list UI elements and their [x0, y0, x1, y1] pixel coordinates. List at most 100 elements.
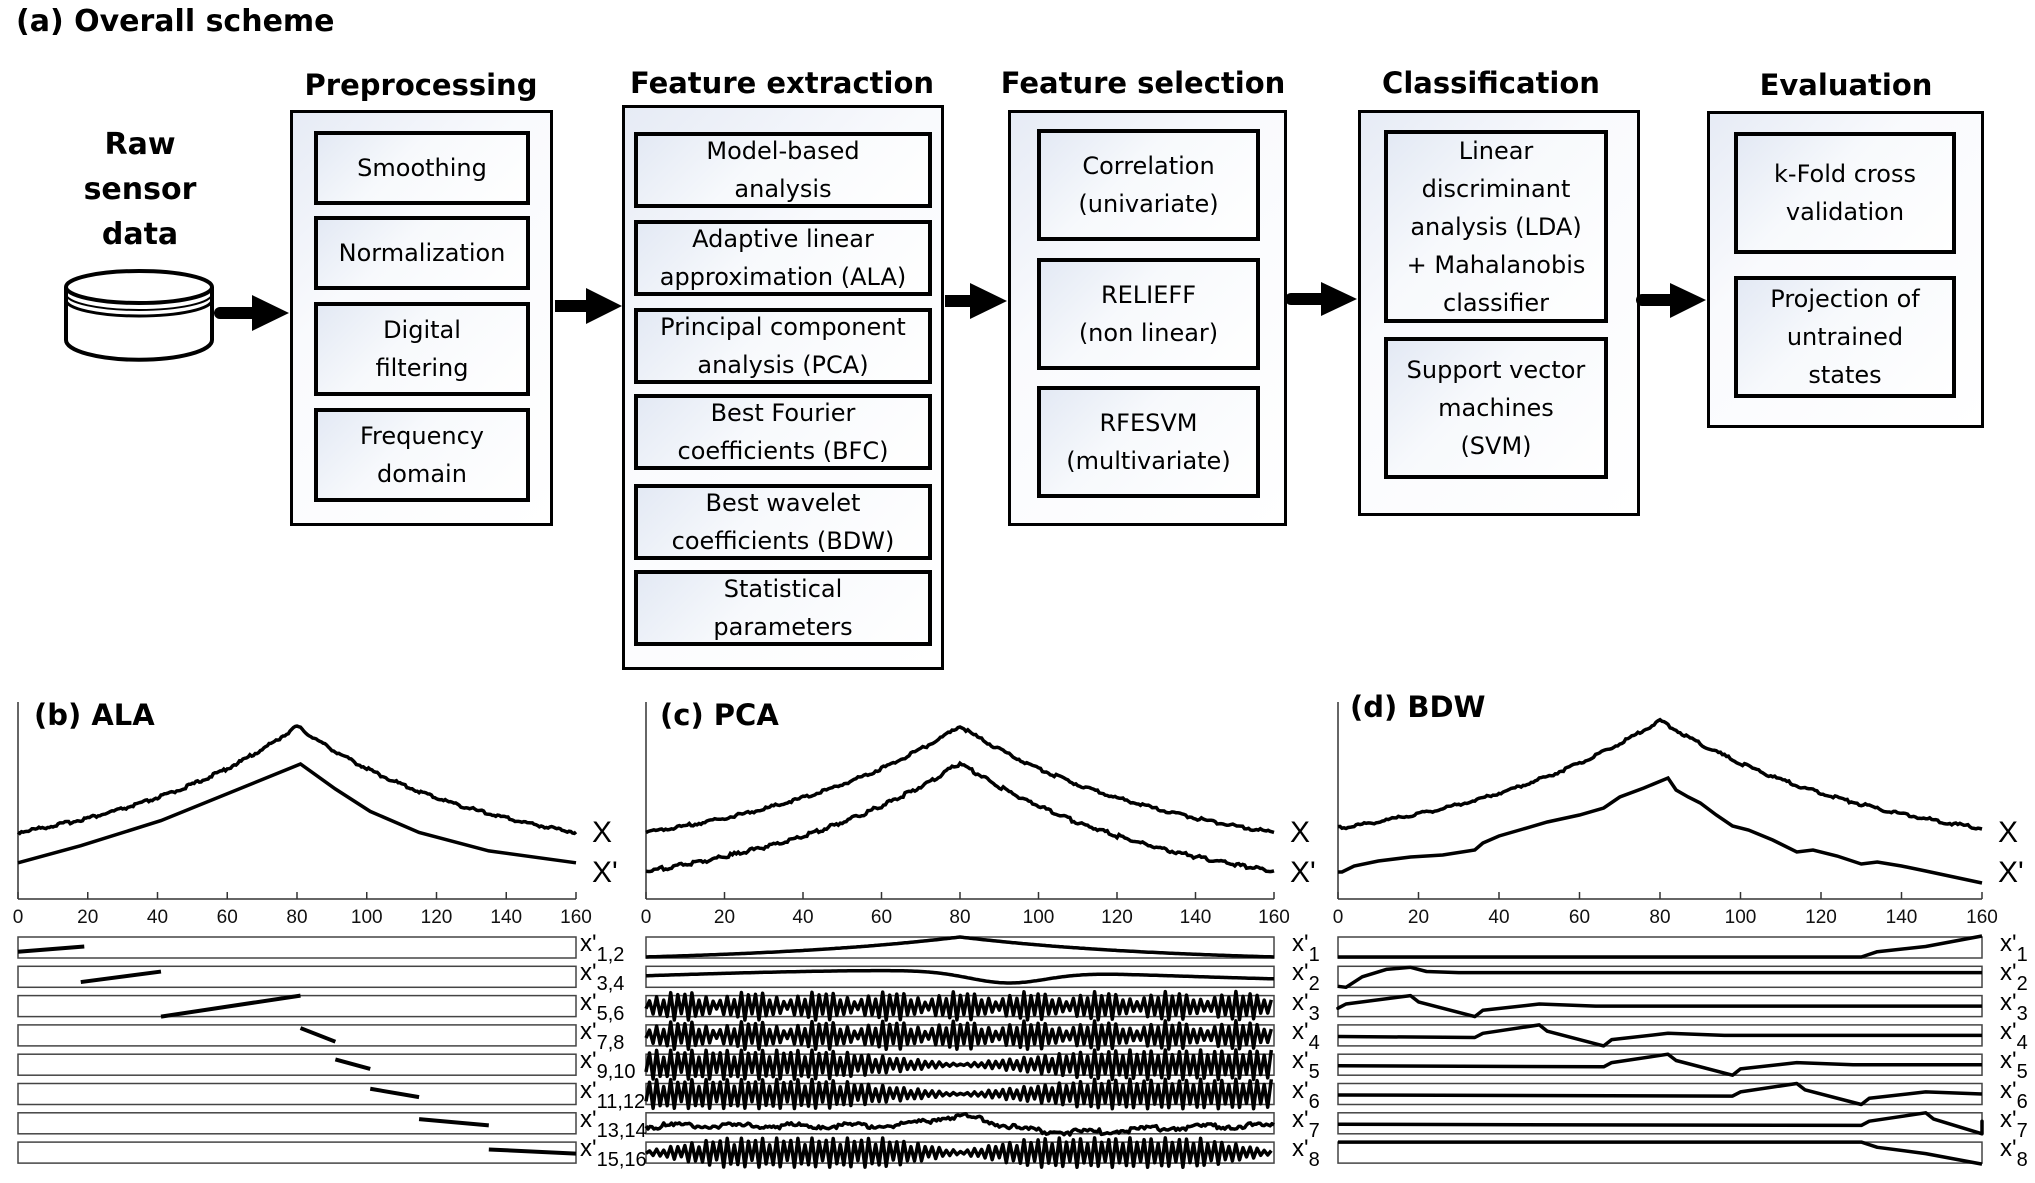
x-tick-label: 80	[286, 907, 308, 928]
component-label: x'2	[1292, 959, 1320, 996]
component-label: x'13,14	[580, 1105, 647, 1142]
x-tick-label: 0	[1332, 907, 1344, 928]
arrow-raw-to-preprocessing	[214, 295, 289, 331]
method-statistical[interactable]: Statistical parameters	[634, 570, 932, 646]
series-xprime-line	[645, 760, 1275, 874]
method-label: Adaptive linear approximation (ALA)	[659, 225, 907, 291]
method-digital-filtering[interactable]: Digital filtering	[314, 302, 530, 396]
method-label: Principal component analysis (PCA)	[660, 313, 906, 379]
component-frame	[1337, 965, 1983, 989]
component-label: x'15,16	[580, 1135, 647, 1172]
component-line	[1337, 965, 1982, 990]
component-frame	[17, 1112, 577, 1135]
component-line	[1337, 1023, 1982, 1048]
method-label: k-Fold cross validation	[1774, 160, 1916, 226]
method-normalization[interactable]: Normalization	[314, 216, 530, 290]
component-frame	[17, 1053, 577, 1076]
x-tick-label: 160	[1966, 907, 1998, 928]
method-label: RELIEFF (non linear)	[1078, 281, 1219, 347]
method-label: Best Fourier coefficients (BFC)	[677, 399, 889, 465]
component-line	[299, 1026, 337, 1044]
component-line	[1338, 1140, 1983, 1166]
component-line	[334, 1057, 371, 1071]
series-x-line	[1337, 717, 1983, 831]
x-tick-label: 40	[146, 907, 169, 928]
component-label: x'8	[2000, 1135, 2028, 1172]
series-x-line	[16, 724, 578, 836]
method-bdw[interactable]: Best wavelet coefficients (BDW)	[634, 484, 932, 560]
arrow-selection-to-classification	[1285, 282, 1357, 316]
method-model-based[interactable]: Model-based analysis	[634, 132, 932, 208]
method-label: Support vector machines (SVM)	[1406, 356, 1586, 460]
x-tick-label: 40	[792, 907, 814, 928]
component-frame	[17, 936, 577, 959]
series-xprime-label: X'	[1290, 856, 1316, 889]
component-frame	[1337, 936, 1983, 959]
component-line	[644, 989, 1273, 1022]
component-frame	[17, 1024, 577, 1047]
stage-title-feature-selection: Feature selection	[1000, 66, 1286, 100]
method-label: Projection of untrained states	[1770, 285, 1920, 389]
method-correlation[interactable]: Correlation (univariate)	[1037, 129, 1260, 241]
series-x-line	[645, 725, 1275, 835]
component-line	[160, 993, 301, 1019]
component-line	[418, 1117, 489, 1128]
component-label: x'3,4	[580, 959, 625, 996]
series-x-label: X	[592, 816, 613, 849]
component-line	[1337, 1052, 1982, 1077]
component-line	[644, 1048, 1274, 1082]
component-label: x'5,6	[580, 988, 625, 1025]
method-frequency-domain[interactable]: Frequency domain	[314, 408, 530, 502]
method-label: Digital filtering	[375, 316, 469, 382]
component-line	[488, 1147, 577, 1156]
method-pca[interactable]: Principal component analysis (PCA)	[634, 308, 932, 384]
method-kfold[interactable]: k-Fold cross validation	[1734, 132, 1956, 254]
stage-title-preprocessing: Preprocessing	[304, 68, 538, 102]
method-lda-mahalanobis[interactable]: Linear discriminant analysis (LDA) + Mah…	[1384, 130, 1608, 323]
method-ala[interactable]: Adaptive linear approximation (ALA)	[634, 220, 932, 296]
component-label: x'2	[2000, 959, 2028, 996]
method-rfesvm[interactable]: RFESVM (multivariate)	[1037, 386, 1260, 498]
component-label: x'5	[2000, 1047, 2028, 1084]
component-label: x'1,2	[580, 930, 625, 967]
x-tick-label: 120	[1101, 907, 1133, 928]
x-tick-label: 20	[1407, 907, 1430, 928]
component-line	[644, 1019, 1273, 1052]
component-label: x'3	[2000, 988, 2028, 1025]
series-xprime-line	[1338, 775, 1983, 885]
component-line	[17, 944, 85, 954]
method-relieff[interactable]: RELIEFF (non linear)	[1037, 258, 1260, 370]
x-tick-label: 20	[77, 907, 99, 928]
component-label: x'4	[1292, 1017, 1320, 1054]
arrow-classification-to-evaluation	[1636, 283, 1706, 318]
x-tick-label: 160	[1258, 907, 1290, 928]
x-tick-label: 140	[490, 907, 523, 928]
component-line	[1336, 993, 1982, 1019]
component-line	[1337, 1081, 1983, 1107]
component-line	[369, 1086, 420, 1100]
component-line	[80, 969, 162, 985]
method-svm[interactable]: Support vector machines (SVM)	[1384, 337, 1608, 479]
x-tick-label: 120	[1805, 907, 1837, 928]
method-label: Model-based analysis	[706, 137, 860, 203]
component-label: x'7	[1292, 1105, 1320, 1142]
component-label: x'6	[1292, 1076, 1320, 1113]
x-tick-label: 0	[640, 907, 652, 928]
method-smoothing[interactable]: Smoothing	[314, 131, 530, 205]
method-bfc[interactable]: Best Fourier coefficients (BFC)	[634, 394, 932, 470]
component-label: x'11,12	[580, 1076, 646, 1113]
component-line	[644, 1111, 1275, 1137]
component-frame	[17, 1082, 577, 1106]
component-label: x'8	[1292, 1135, 1320, 1172]
method-label: Statistical parameters	[713, 575, 853, 641]
x-tick-label: 100	[1724, 907, 1757, 928]
method-label: Correlation (univariate)	[1078, 152, 1219, 218]
x-tick-label: 0	[12, 907, 24, 928]
component-label: x'7	[2000, 1105, 2028, 1142]
stage-title-evaluation: Evaluation	[1759, 68, 1933, 102]
x-tick-label: 100	[350, 907, 383, 928]
series-xprime-label: X'	[592, 856, 618, 889]
method-projection[interactable]: Projection of untrained states	[1734, 276, 1956, 398]
x-tick-label: 60	[1568, 907, 1591, 928]
